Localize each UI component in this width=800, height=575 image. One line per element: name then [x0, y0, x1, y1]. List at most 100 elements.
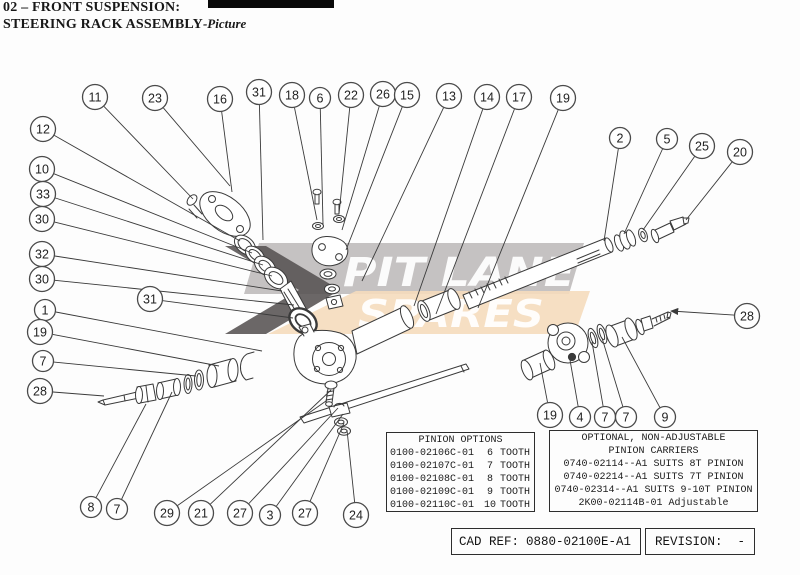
balloon-27: 27: [291, 422, 345, 527]
balloon-19: 19: [536, 362, 564, 429]
leader-line: [54, 279, 295, 306]
balloon-10: 10: [28, 155, 253, 254]
leader-line: [642, 156, 695, 231]
svg-text:11: 11: [89, 91, 102, 105]
balloon-5: 5: [623, 127, 679, 235]
leader-line: [319, 108, 324, 225]
balloon-17: 17: [435, 83, 533, 315]
cover-plate-stack: [311, 188, 349, 310]
leader-line: [248, 407, 339, 504]
leader-line: [569, 359, 579, 407]
balloon-7: 7: [591, 341, 617, 429]
svg-text:27: 27: [233, 507, 247, 521]
svg-text:7: 7: [40, 355, 47, 369]
leader-line: [294, 107, 318, 221]
svg-text:22: 22: [344, 89, 358, 103]
svg-text:4: 4: [577, 411, 584, 425]
leader-line: [670, 307, 735, 316]
balloon-7: 7: [105, 391, 173, 521]
balloon-6: 6: [308, 86, 332, 225]
balloon-31: 31: [245, 78, 273, 241]
leader-line: [55, 197, 264, 266]
svg-text:10: 10: [35, 163, 49, 177]
balloon-19: 19: [26, 318, 220, 367]
balloon-18: 18: [278, 81, 318, 221]
table-row: 0100-02109C-01 9 TOOTH: [390, 487, 531, 498]
svg-text:28: 28: [33, 385, 47, 399]
svg-text:17: 17: [512, 91, 526, 105]
leader-line: [221, 111, 233, 193]
balloon-7: 7: [601, 337, 638, 429]
balloon-28: 28: [26, 377, 105, 405]
balloon-24: 24: [342, 429, 370, 529]
leader-line: [309, 422, 345, 502]
leader-line: [338, 107, 351, 215]
leader-line: [341, 106, 380, 231]
svg-text:13: 13: [442, 90, 456, 104]
svg-text:20: 20: [733, 146, 747, 160]
table-row: 0100-02107C-01 7 TOOTH: [390, 461, 531, 472]
svg-text:31: 31: [143, 293, 157, 307]
svg-text:31: 31: [252, 86, 266, 100]
balloon-2: 2: [603, 126, 632, 242]
leader-line: [163, 107, 231, 187]
svg-text:21: 21: [194, 507, 208, 521]
balloon-30: 30: [28, 265, 295, 306]
leader-line: [53, 361, 197, 377]
svg-text:32: 32: [35, 248, 49, 262]
leader-line: [345, 106, 403, 251]
leader-line: [177, 400, 327, 506]
svg-text:23: 23: [148, 92, 162, 106]
balloon-22: 22: [337, 81, 365, 215]
svg-text:19: 19: [543, 409, 557, 423]
leader-line: [361, 107, 444, 282]
svg-text:6: 6: [317, 92, 324, 106]
pinion-options-table: PINION OPTIONS 0100-02106C-01 6 TOOTH 01…: [386, 432, 535, 512]
svg-text:3: 3: [267, 509, 274, 523]
balloon-28: 28: [670, 302, 761, 330]
balloon-19: 19: [477, 84, 577, 309]
cad-ref-value: 0880-02100E-A1: [526, 534, 632, 549]
leader-line: [603, 148, 619, 242]
svg-text:16: 16: [213, 93, 227, 107]
pinion-carrier-assembly: [520, 311, 672, 381]
table-row: 2K00-02114B-01 Adjustable: [578, 498, 729, 509]
leader-line: [52, 391, 105, 397]
leader-line: [539, 362, 548, 403]
balloon-30: 30: [28, 205, 273, 277]
table-row: 0100-02110C-01 10 TOOTH: [390, 500, 531, 511]
balloon-20: 20: [685, 138, 754, 221]
svg-text:12: 12: [36, 123, 50, 137]
svg-text:26: 26: [376, 88, 390, 102]
balloon-13: 13: [361, 82, 463, 282]
leader-line: [54, 221, 273, 277]
balloon-21: 21: [187, 389, 332, 527]
table-row: 0100-02106C-01 6 TOOTH: [390, 448, 531, 459]
leader-line: [413, 109, 484, 307]
pinion-options-title: PINION OPTIONS: [418, 435, 503, 446]
leader-line: [52, 333, 220, 367]
title-suffix: -Picture: [202, 16, 247, 31]
rack-housing: [293, 323, 357, 385]
leader-line: [258, 104, 264, 241]
revision-label: REVISION:: [655, 534, 723, 549]
carriers-title-line1: OPTIONAL, NON-ADJUSTABLE: [581, 433, 726, 444]
svg-text:19: 19: [33, 326, 47, 340]
balloon-31: 31: [136, 285, 294, 319]
leader-line: [601, 337, 624, 407]
leader-line: [162, 300, 294, 319]
svg-text:19: 19: [556, 92, 570, 106]
left-tie-rod-assembly: [97, 351, 255, 406]
svg-text:29: 29: [160, 507, 174, 521]
leader-line: [121, 391, 173, 500]
svg-text:15: 15: [400, 89, 414, 103]
title-line2: STEERING RACK ASSEMBLY-Picture: [3, 16, 247, 32]
svg-text:7: 7: [114, 503, 121, 517]
cad-ref-label: CAD REF:: [459, 534, 520, 549]
balloon-9: 9: [621, 336, 677, 429]
balloon-15: 15: [345, 81, 421, 251]
svg-text:5: 5: [664, 133, 671, 147]
